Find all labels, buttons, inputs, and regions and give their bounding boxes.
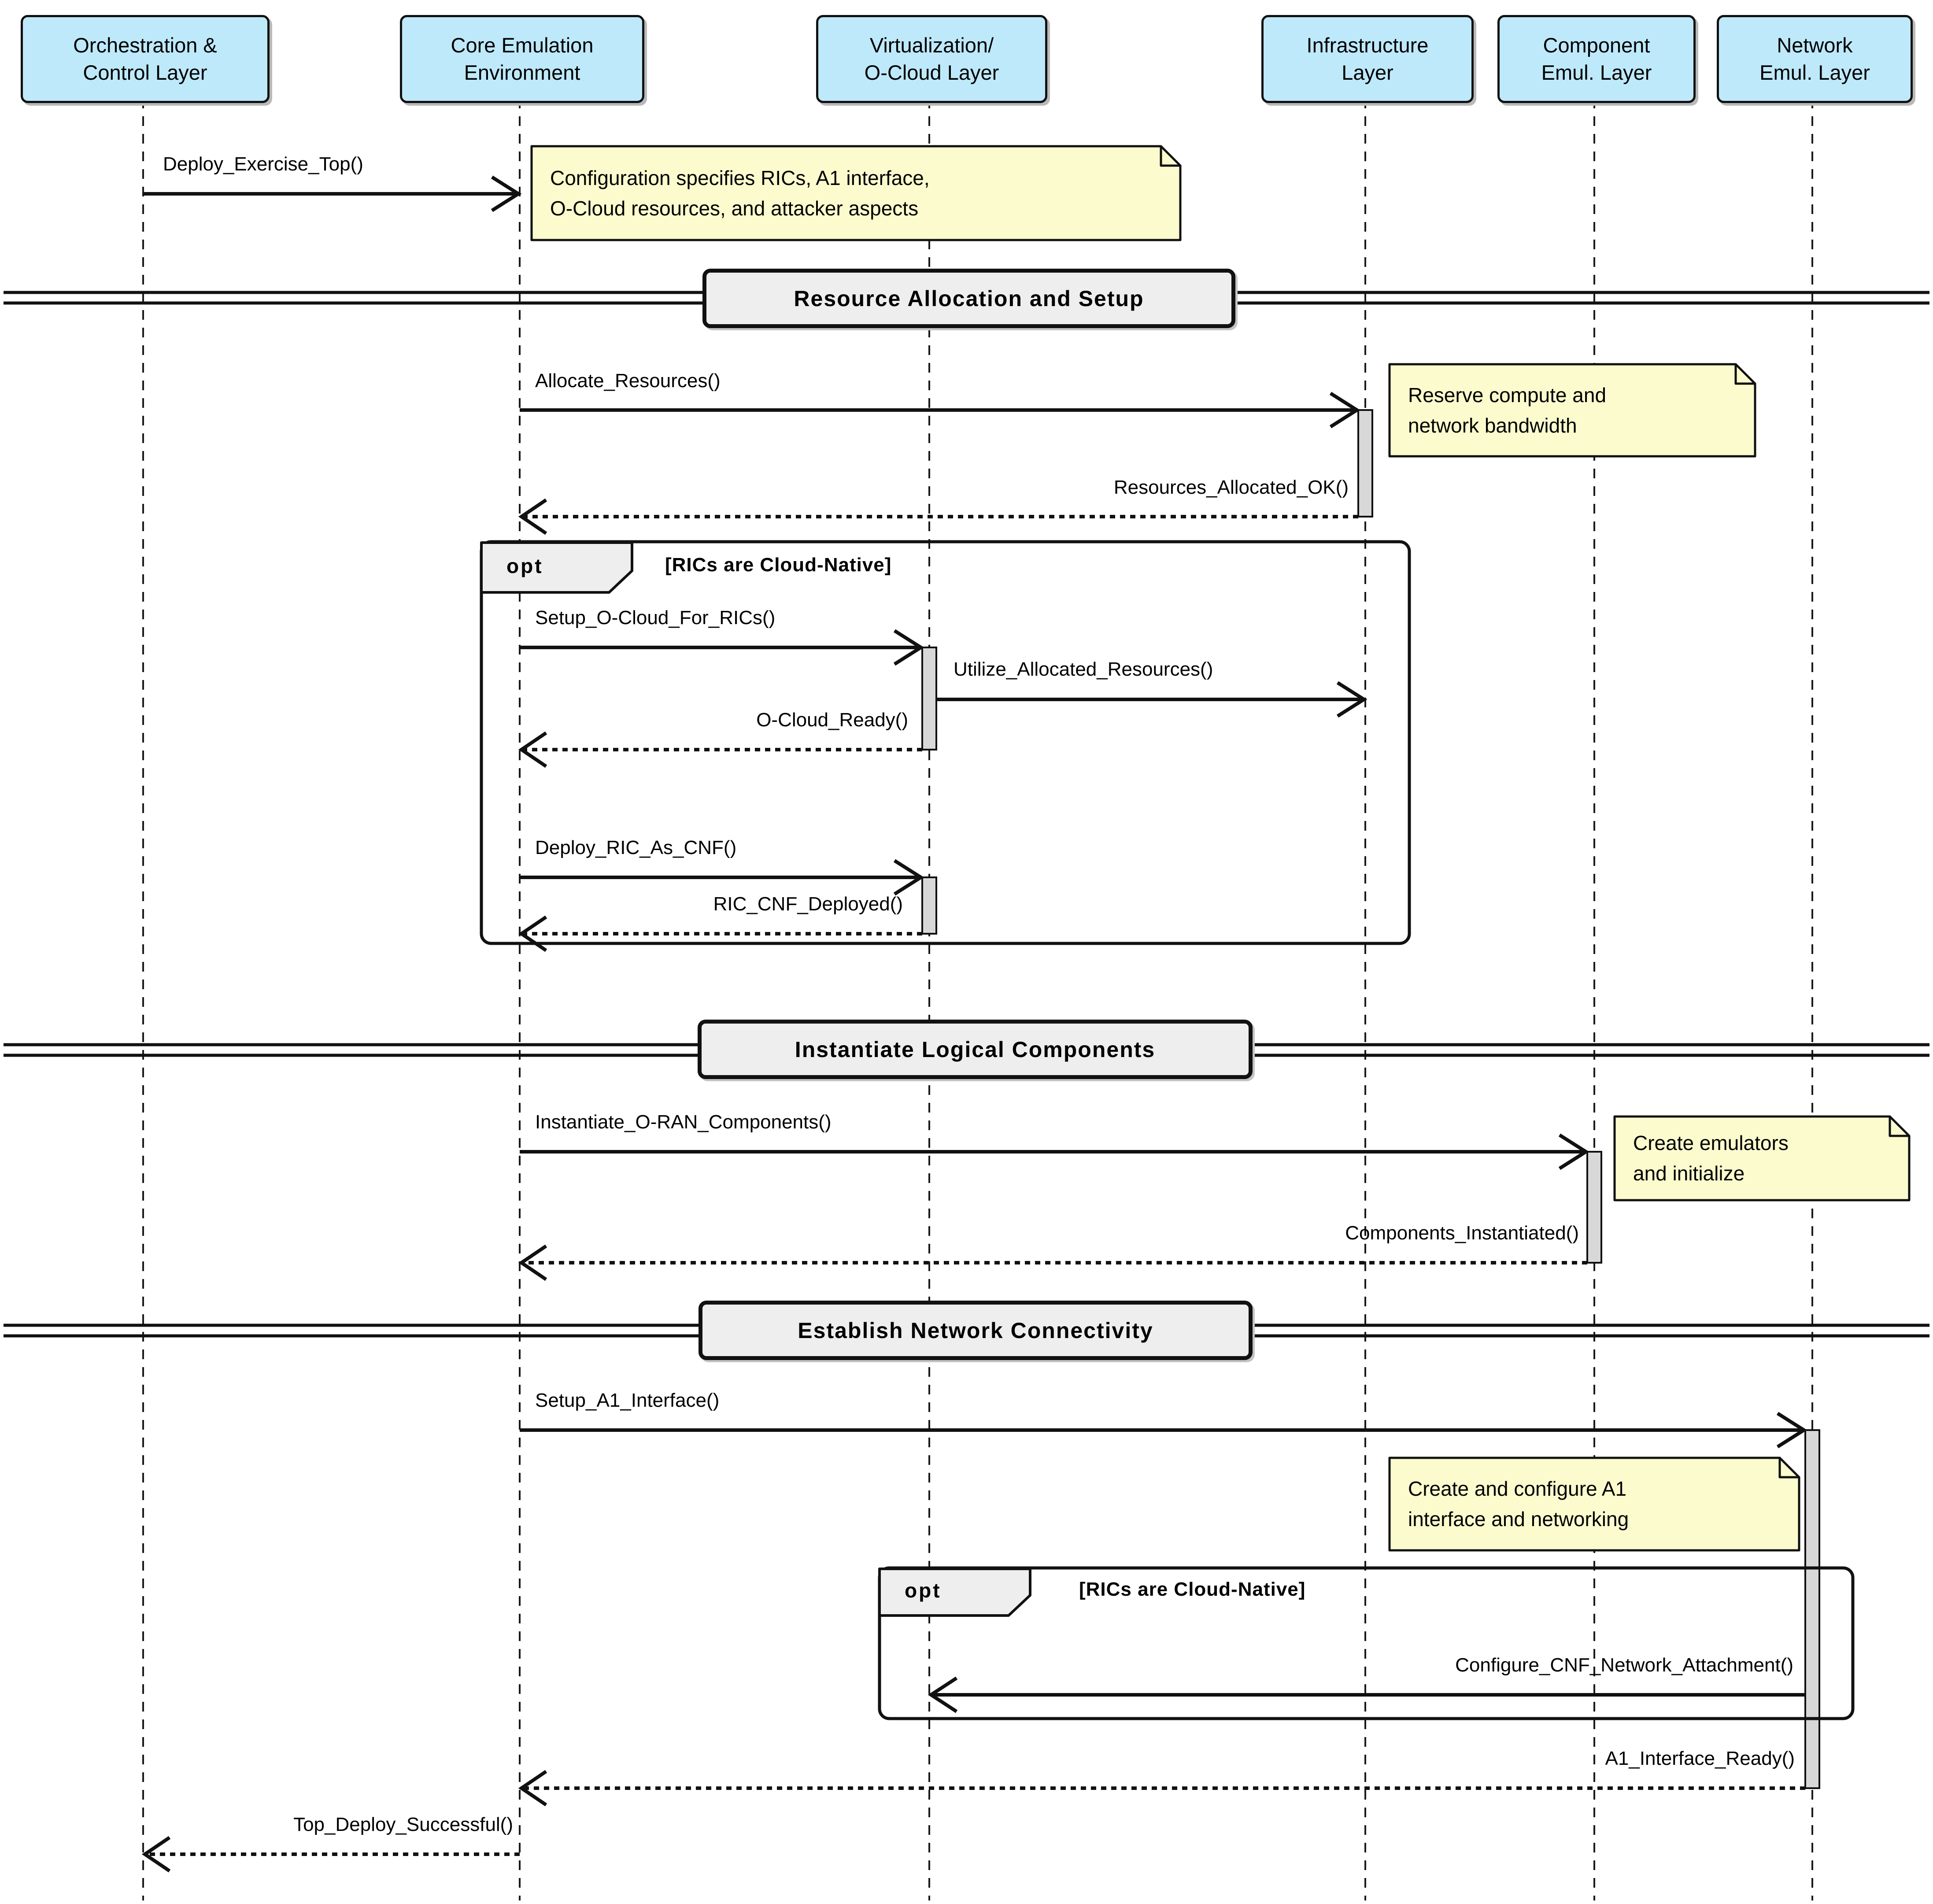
- arrowhead-a1-interface-ready: [518, 1770, 547, 1807]
- activation-component-emul: [1586, 1151, 1602, 1264]
- arrowhead-utilize-allocated-resources: [1336, 681, 1368, 718]
- opt-fragment-2-guard: [RICs are Cloud-Native]: [1079, 1579, 1306, 1600]
- label-configure-cnf-network-attachment: Configure_CNF_Network_Attachment(): [1455, 1654, 1793, 1676]
- activation-infrastructure: [1357, 409, 1373, 518]
- participant-network-emul-layer: Network Emul. Layer: [1717, 15, 1913, 103]
- note-configuration-fold: [1160, 146, 1180, 167]
- label-a1-interface-ready: A1_Interface_Ready(): [1605, 1748, 1795, 1769]
- divider-instantiate-logical-components: Instantiate Logical Components: [698, 1020, 1253, 1079]
- label-components-instantiated: Components_Instantiated(): [1345, 1222, 1579, 1244]
- divider-resource-allocation-and-setup: Resource Allocation and Setup: [702, 269, 1235, 328]
- arrowhead-setup-a1-interface: [1776, 1412, 1807, 1449]
- opt-fragment-1-pentagon: [480, 541, 633, 594]
- label-resources-allocated-ok: Resources_Allocated_OK(): [1113, 477, 1349, 498]
- label-allocate-resources: Allocate_Resources(): [535, 370, 721, 392]
- arrowhead-allocate-resources: [1329, 392, 1360, 429]
- arrowhead-ric-cnf-deployed: [518, 915, 547, 952]
- label-top-deploy-successful: Top_Deploy_Successful(): [293, 1814, 513, 1835]
- note-create-emulators-fold: [1889, 1117, 1909, 1137]
- label-utilize-allocated-resources: Utilize_Allocated_Resources(): [954, 658, 1213, 680]
- note-reserve-fold: [1734, 364, 1755, 385]
- arrowhead-components-instantiated: [518, 1244, 547, 1281]
- opt-fragment-2-frame: [878, 1566, 1855, 1720]
- label-instantiate-oran-components: Instantiate_O-RAN_Components(): [535, 1111, 832, 1133]
- label-deploy-ric-as-cnf: Deploy_RIC_As_CNF(): [535, 837, 737, 858]
- note-create-a1-interface: Create and configure A1 interface and ne…: [1408, 1477, 1629, 1531]
- note-configuration-shape: [530, 145, 1182, 241]
- label-ocloud-ready: O-Cloud_Ready(): [756, 709, 908, 731]
- opt-fragment-2-pentagon: [878, 1568, 1031, 1617]
- note-create-emulators-shape: [1613, 1115, 1911, 1202]
- arrowhead-instantiate-oran-components: [1558, 1133, 1589, 1170]
- arrowhead-resources-allocated-ok: [518, 498, 547, 535]
- note-reserve-compute: Reserve compute and network bandwidth: [1408, 383, 1607, 437]
- arrowhead-ocloud-ready: [518, 731, 547, 768]
- note-create-emulators: Create emulators and initialize: [1633, 1131, 1789, 1185]
- activation-network-emul: [1804, 1429, 1820, 1789]
- label-setup-a1-interface: Setup_A1_Interface(): [535, 1390, 720, 1411]
- participant-virtualization-ocloud-layer: Virtualization/ O-Cloud Layer: [816, 15, 1047, 103]
- arrowhead-configure-cnf-network-attachment: [928, 1676, 958, 1713]
- arrowhead-setup-ocloud-for-rics: [893, 629, 924, 666]
- note-create-a1-fold: [1778, 1458, 1799, 1479]
- opt-fragment-1-guard: [RICs are Cloud-Native]: [665, 554, 892, 576]
- opt-fragment-1-frame: [480, 540, 1411, 945]
- label-ric-cnf-deployed: RIC_CNF_Deployed(): [713, 893, 903, 915]
- activation-virtualization-2: [921, 876, 937, 935]
- participant-orchestration-control-layer: Orchestration & Control Layer: [21, 15, 270, 103]
- participant-component-emul-layer: Component Emul. Layer: [1497, 15, 1696, 103]
- arrowhead-top-deploy-successful: [141, 1836, 171, 1873]
- opt-fragment-2-keyword: opt: [905, 1579, 942, 1602]
- note-create-a1-shape: [1388, 1457, 1800, 1552]
- participant-infrastructure-layer: Infrastructure Layer: [1261, 15, 1474, 103]
- opt-fragment-1-keyword: opt: [506, 555, 543, 577]
- note-reserve-shape: [1388, 363, 1756, 458]
- note-configuration: Configuration specifies RICs, A1 interfa…: [550, 166, 930, 220]
- arrowhead-deploy-ric-as-cnf: [893, 859, 924, 896]
- label-deploy-exercise-top: Deploy_Exercise_Top(): [163, 153, 363, 175]
- divider-establish-network-connectivity: Establish Network Connectivity: [699, 1301, 1253, 1360]
- activation-virtualization-1: [921, 647, 937, 751]
- label-setup-ocloud-for-rics: Setup_O-Cloud_For_RICs(): [535, 607, 776, 629]
- participant-core-emulation-environment: Core Emulation Environment: [400, 15, 644, 103]
- arrowhead-deploy-exercise-top: [491, 175, 522, 212]
